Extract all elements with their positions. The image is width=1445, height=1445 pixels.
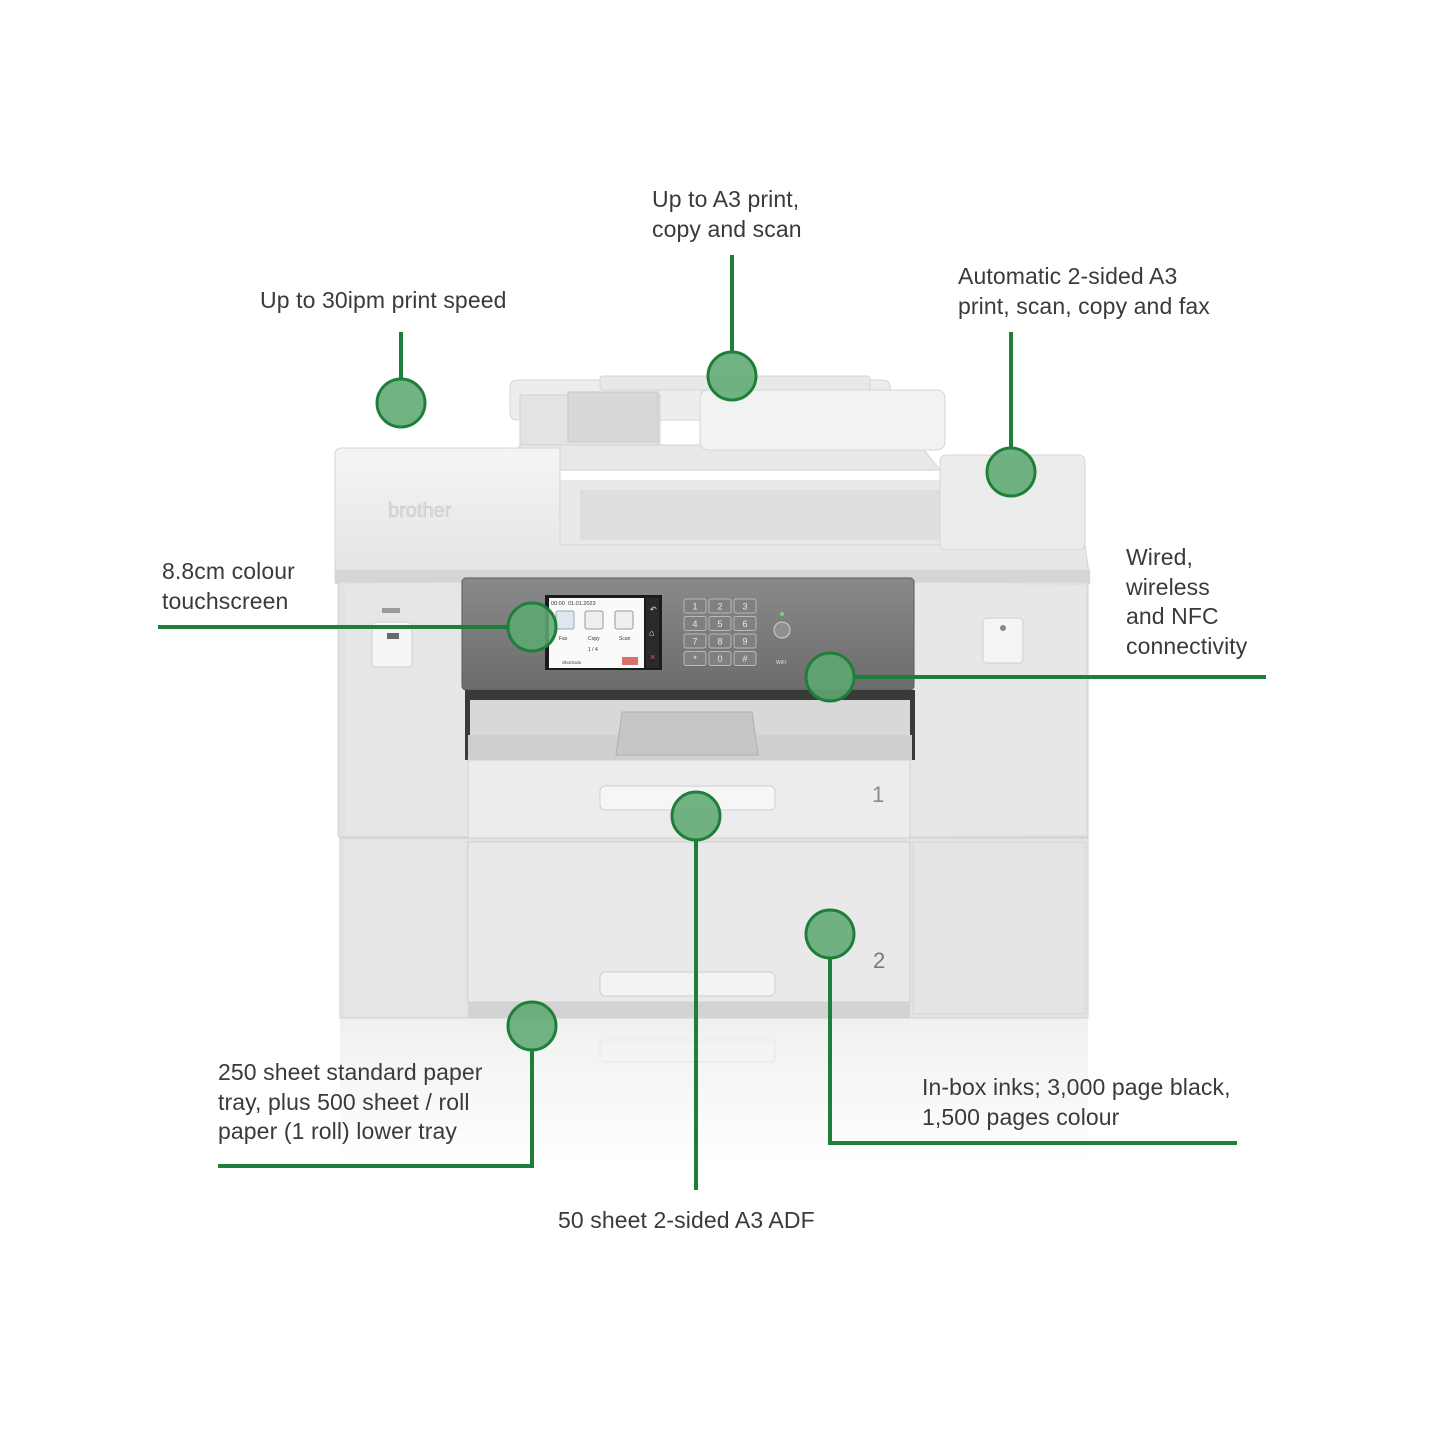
callout-adf: 50 sheet 2-sided A3 ADF — [558, 1207, 815, 1233]
marker-adf — [670, 790, 722, 842]
callout-connectivity: Wired, wireless and NFC connectivity — [1126, 544, 1248, 659]
keypad-key — [683, 598, 707, 614]
keypad-key-label: # — [742, 654, 747, 664]
lcd-ink-icon — [622, 657, 638, 665]
keypad-key — [708, 633, 732, 649]
keypad-key — [733, 598, 757, 614]
keypad-key-label: 7 — [692, 637, 697, 647]
printer-lower-body: 2 — [339, 837, 1089, 1019]
marker-paper-tray — [506, 1000, 558, 1052]
keypad-key-label: 9 — [742, 637, 747, 647]
callout-auto-duplex: Automatic 2-sided A3 print, scan, copy a… — [958, 263, 1210, 319]
adf-unit — [498, 375, 1000, 545]
keypad-key — [708, 598, 732, 614]
control-panel: 00:00 01.01.2023 Fax Copy Scan 1 / 4 Sho… — [461, 577, 915, 691]
lcd-time: 00:00 — [551, 601, 565, 607]
marker-print-speed — [375, 377, 427, 429]
lcd-copy-label: Copy — [588, 636, 600, 642]
keypad-key — [708, 651, 732, 666]
marker-connectivity — [804, 651, 856, 703]
lcd-cancel-icon: × — [650, 652, 655, 662]
lcd-page-indicator: 1 / 4 — [588, 647, 598, 653]
callout-paper-tray: 250 sheet standard paper tray, plus 500 … — [218, 1059, 483, 1144]
callout-a3-print: Up to A3 print, copy and scan — [652, 186, 802, 242]
printer-top-body — [334, 447, 1091, 584]
keypad-key — [708, 616, 732, 631]
tray-2-number: 2 — [873, 948, 885, 973]
callout-inks: In-box inks; 3,000 page black, 1,500 pag… — [922, 1074, 1231, 1130]
keypad-key — [683, 616, 707, 631]
wifi-label: WiFi — [776, 660, 786, 666]
keypad-key-label: 5 — [717, 619, 722, 629]
lcd-shortcuts-label: Shortcuts — [562, 660, 582, 665]
keypad-key-label: 1 — [692, 602, 697, 612]
keypad-key — [733, 651, 757, 666]
callout-line-paper-tray — [218, 1050, 534, 1168]
lcd-scan-label: Scan — [619, 636, 631, 642]
keypad-key-label: 8 — [717, 637, 722, 647]
keypad-key-label: 0 — [717, 654, 722, 664]
keypad: 1 2 3 4 5 6 7 8 9 * 0 # — [683, 598, 757, 666]
keypad-key-label: * — [693, 654, 697, 664]
keypad-key — [683, 633, 707, 649]
keypad-key-label: 3 — [742, 602, 747, 612]
callout-touchscreen: 8.8cm colour touchscreen — [162, 558, 295, 614]
lcd-back-icon: ↶ — [650, 605, 657, 614]
marker-duplex — [985, 446, 1037, 498]
marker-touchscreen — [506, 601, 558, 653]
keypad-key — [683, 651, 707, 666]
lcd-copy-icon — [584, 610, 604, 630]
keypad-key-label: 4 — [692, 619, 697, 629]
keypad-key-label: 6 — [742, 619, 747, 629]
power-icon — [773, 621, 791, 639]
callout-print-speed: Up to 30ipm print speed — [260, 287, 507, 313]
lcd-scan-icon — [614, 610, 634, 630]
lcd-fax-label: Fax — [559, 636, 568, 642]
lcd-home-icon: ⌂ — [649, 628, 654, 638]
lcd-fax-icon — [555, 610, 575, 630]
callout-lines — [158, 255, 1266, 1190]
tray-1-number: 1 — [872, 782, 884, 807]
callout-line-inks — [828, 959, 1237, 1145]
output-tray — [465, 690, 915, 760]
brand-logo: brother — [388, 500, 452, 522]
keypad-key — [733, 616, 757, 631]
marker-a3 — [706, 350, 758, 402]
keypad-key — [733, 633, 757, 649]
callout-markers — [375, 350, 1037, 1052]
lcd-date: 01.01.2023 — [568, 601, 596, 607]
keypad-key-label: 2 — [717, 602, 722, 612]
marker-inks — [804, 908, 856, 960]
